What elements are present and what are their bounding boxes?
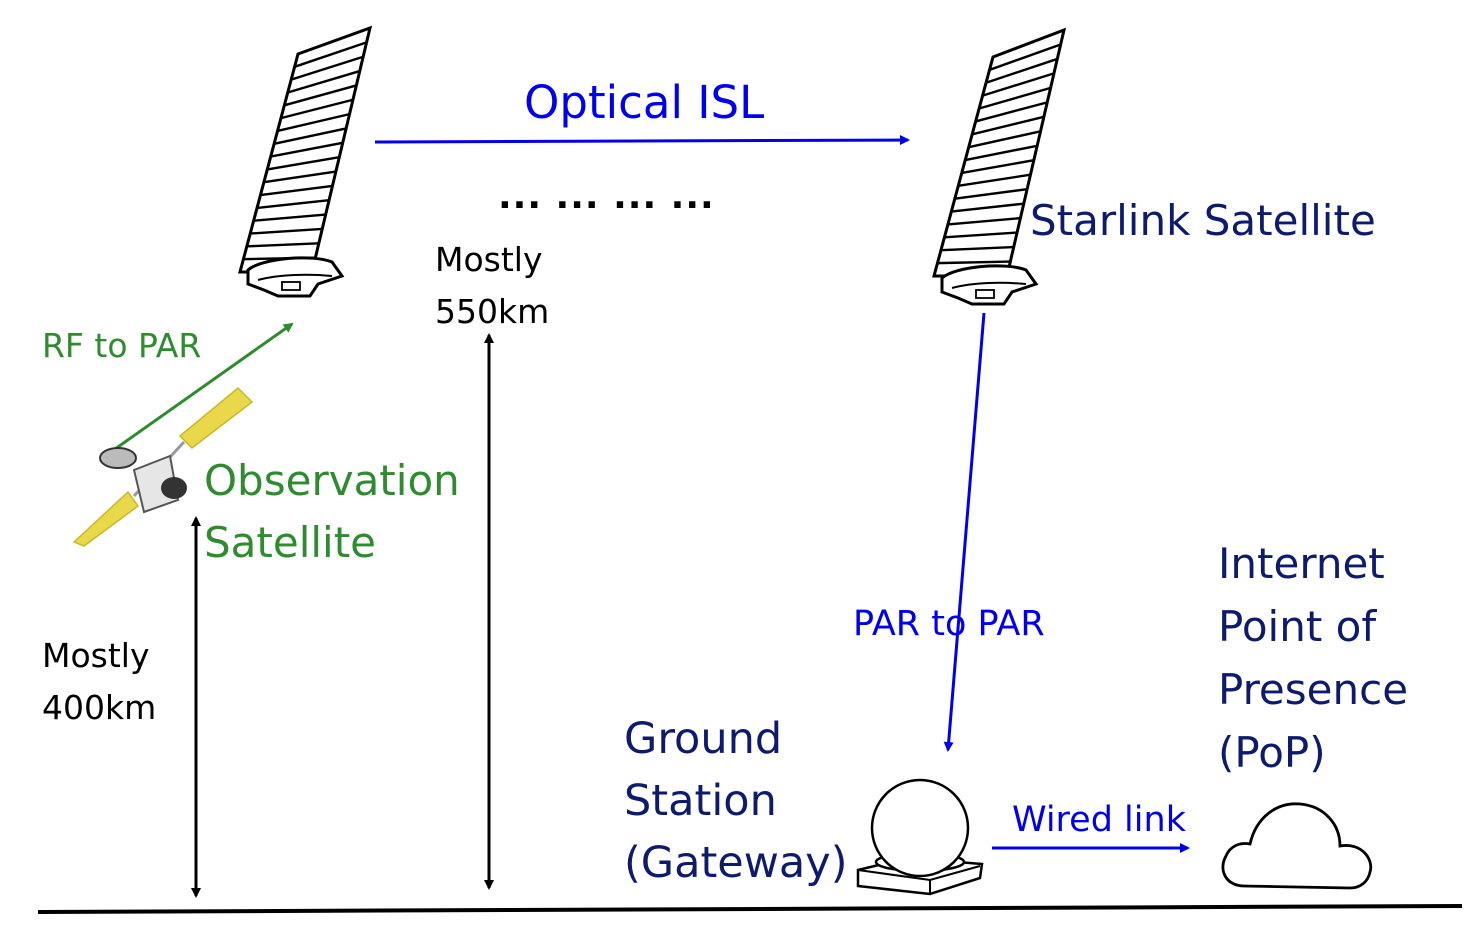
rf-to-par-arrow <box>107 322 294 456</box>
ground-station-dome-icon <box>856 778 984 896</box>
ground-station-label: Ground Station (Gateway) <box>624 714 848 888</box>
solar-panel-stripe <box>975 101 1048 123</box>
solar-panel-stripe <box>273 127 347 145</box>
solar-panel-stripe <box>965 144 1038 162</box>
solar-panel-stripe <box>253 213 326 222</box>
starlink-satellite-icon <box>932 27 1067 306</box>
starlink-satellite-label: Starlink Satellite <box>1030 196 1376 245</box>
solar-panel-stripe <box>940 245 1014 252</box>
solar-panel-stripe <box>270 141 343 158</box>
solar-panel-stripe <box>277 112 350 133</box>
observation-satellite-icon <box>72 386 254 547</box>
altitude-400km-label: Mostly 400km <box>42 636 157 727</box>
altitude-550km-label: Mostly 550km <box>435 240 550 331</box>
solar-panel-stripe <box>290 55 364 81</box>
optical-isl-arrow <box>374 135 910 146</box>
starlink-satellite-icon <box>238 25 373 298</box>
rf-to-par-label: RF to PAR <box>42 326 202 365</box>
ground-line <box>37 904 1463 914</box>
solar-panel-stripe <box>954 187 1028 200</box>
cloud-icon <box>1221 802 1373 890</box>
internet-pop-label: Internet Point of Presence (PoP) <box>1218 539 1409 777</box>
wired-link-label: Wired link <box>1012 800 1186 840</box>
optical-isl-label: Optical ISL <box>524 76 765 129</box>
ellipsis-label: ... ... ... ... <box>498 176 715 217</box>
solar-panel-stripe <box>263 170 337 184</box>
par-to-par-arrow <box>943 312 986 752</box>
solar-panel-stripe <box>267 155 340 171</box>
solar-panel-stripe <box>989 43 1062 72</box>
solar-panel-stripe <box>961 159 1035 175</box>
observation-satellite-label: Observation Satellite <box>204 456 460 567</box>
solar-panel-stripe <box>947 216 1021 226</box>
solar-panel-stripe <box>287 69 361 94</box>
solar-panel-stripe <box>951 202 1024 213</box>
solar-panel-stripe <box>250 227 323 235</box>
solar-panel-stripe <box>280 98 354 120</box>
solar-panel-stripe <box>284 84 357 107</box>
solar-panel-stripe <box>968 130 1041 149</box>
solar-panel-stripe <box>294 41 367 68</box>
par-to-par-label: PAR to PAR <box>853 604 1045 644</box>
solar-panel-stripe <box>246 242 319 248</box>
solar-panel-stripe <box>260 184 333 197</box>
solar-panel-stripe <box>985 57 1058 84</box>
solar-panel-stripe <box>958 173 1031 188</box>
solar-panel-stripe <box>256 199 330 210</box>
solar-panel-stripe <box>944 231 1018 239</box>
solar-panel-stripe <box>971 115 1045 136</box>
solar-panel-stripe <box>982 72 1055 97</box>
solar-panel-stripe <box>937 260 1011 265</box>
solar-panel-stripe <box>978 86 1051 110</box>
